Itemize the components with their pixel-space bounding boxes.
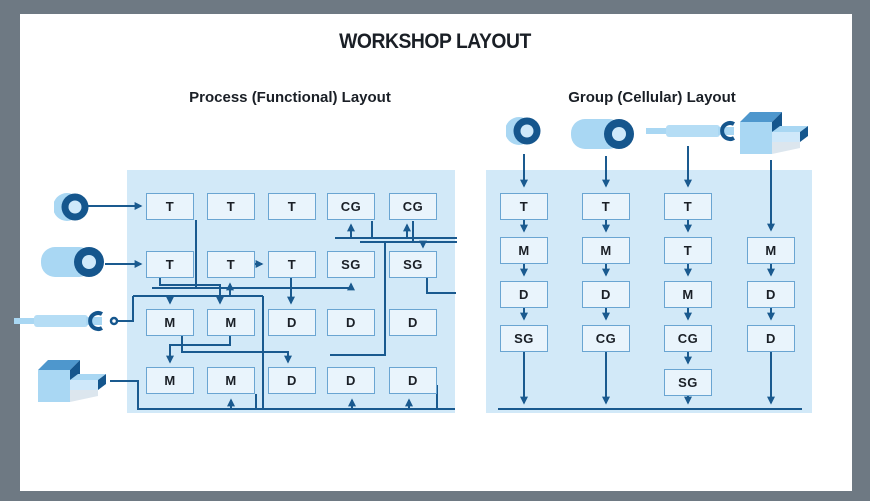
station-label: M (164, 373, 176, 388)
station-label: T (287, 257, 297, 272)
station-label: CG (677, 331, 699, 346)
station-box: SG (664, 369, 712, 396)
station-box: T (146, 251, 194, 278)
cylinder-part-icon (571, 119, 634, 149)
station-box: T (146, 193, 194, 220)
station-label: D (287, 373, 297, 388)
block-part-icon (740, 112, 808, 154)
station-label: M (518, 243, 530, 258)
station-box: T (500, 193, 548, 220)
station-label: M (600, 243, 612, 258)
station-label: D (766, 287, 776, 302)
station-box: CG (582, 325, 630, 352)
station-label: T (226, 257, 236, 272)
station-label: D (519, 287, 529, 302)
station-label: CG (340, 199, 362, 214)
station-box: D (747, 281, 795, 308)
station-box: M (146, 309, 194, 336)
station-box: M (747, 237, 795, 264)
station-label: SG (403, 257, 423, 272)
station-label: T (683, 199, 693, 214)
station-label: T (287, 199, 297, 214)
station-box: D (500, 281, 548, 308)
station-label: D (287, 315, 297, 330)
station-box: D (327, 367, 375, 394)
station-box: D (389, 367, 437, 394)
station-box: D (327, 309, 375, 336)
station-box: M (500, 237, 548, 264)
station-box: M (207, 367, 255, 394)
station-box: M (664, 281, 712, 308)
page-title: WORKSHOP LAYOUT (339, 30, 531, 53)
station-label: T (601, 199, 611, 214)
station-box: M (582, 237, 630, 264)
station-box: T (207, 251, 255, 278)
station-label: T (226, 199, 236, 214)
group-layout-title: Group (Cellular) Layout (568, 89, 736, 106)
station-label: D (601, 287, 611, 302)
station-box: D (268, 309, 316, 336)
station-box: D (747, 325, 795, 352)
station-label: T (165, 199, 175, 214)
station-label: SG (678, 375, 698, 390)
station-label: M (225, 315, 237, 330)
station-box: T (268, 251, 316, 278)
station-label: T (683, 243, 693, 258)
cylinder-part-icon (41, 247, 104, 277)
station-label: M (164, 315, 176, 330)
station-box: SG (389, 251, 437, 278)
station-label: M (765, 243, 777, 258)
station-label: D (766, 331, 776, 346)
station-label: D (346, 315, 356, 330)
ring-part-icon (506, 117, 541, 145)
station-label: D (408, 315, 418, 330)
process-layout-title: Process (Functional) Layout (189, 89, 391, 106)
station-box: D (268, 367, 316, 394)
station-label: D (408, 373, 418, 388)
station-box: D (389, 309, 437, 336)
ring-part-icon (54, 193, 89, 221)
station-box: T (207, 193, 255, 220)
station-box: T (664, 237, 712, 264)
station-box: CG (327, 193, 375, 220)
station-label: D (346, 373, 356, 388)
station-label: SG (341, 257, 361, 272)
station-box: D (582, 281, 630, 308)
station-box: T (664, 193, 712, 220)
station-box: SG (500, 325, 548, 352)
station-box: M (207, 309, 255, 336)
station-label: CG (595, 331, 617, 346)
station-label: M (225, 373, 237, 388)
station-box: T (268, 193, 316, 220)
station-label: T (519, 199, 529, 214)
station-box: T (582, 193, 630, 220)
block-part-icon (38, 360, 106, 402)
station-box: CG (389, 193, 437, 220)
station-box: SG (327, 251, 375, 278)
station-box: CG (664, 325, 712, 352)
station-label: SG (514, 331, 534, 346)
station-label: M (682, 287, 694, 302)
station-label: T (165, 257, 175, 272)
station-label: CG (402, 199, 424, 214)
station-box: M (146, 367, 194, 394)
shaft-part-icon (14, 311, 119, 331)
